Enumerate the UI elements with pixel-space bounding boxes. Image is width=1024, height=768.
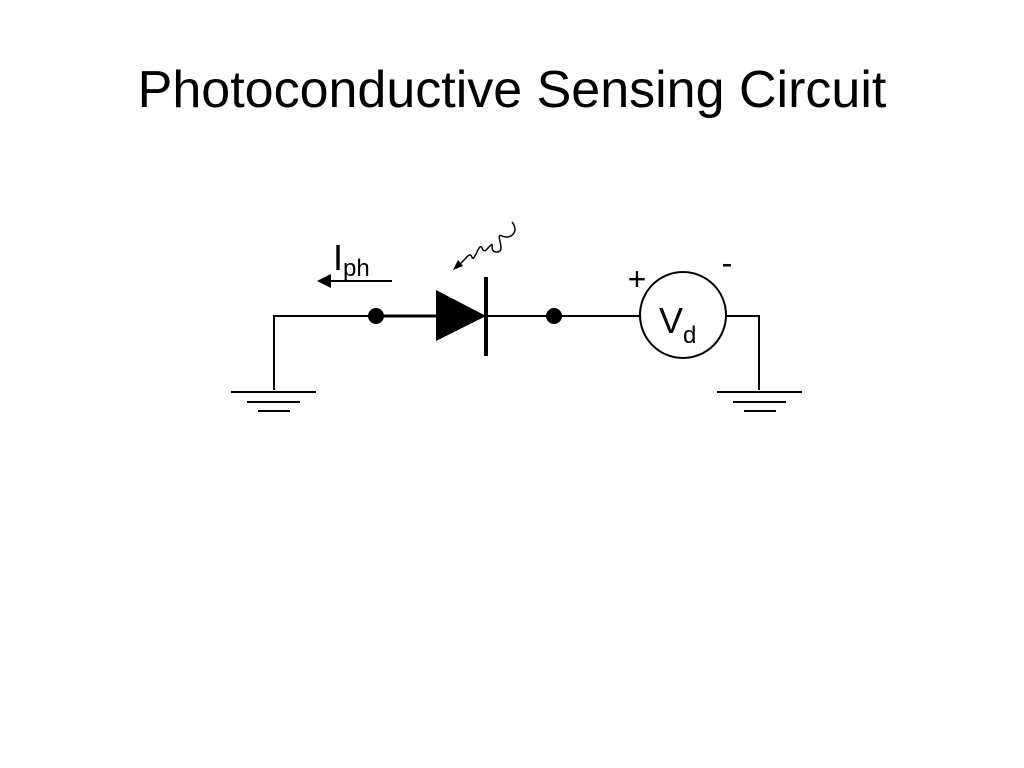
photocurrent-label: Iph: [333, 237, 370, 282]
photocurrent-arrow-icon: [317, 274, 392, 288]
incident-light-icon: [453, 221, 516, 270]
slide-title: Photoconductive Sensing Circuit: [137, 61, 887, 119]
source-voltage-subscript: d: [683, 322, 696, 349]
plus-polarity-label: +: [628, 261, 647, 297]
source-voltage-symbol: V: [659, 300, 683, 341]
photocurrent-symbol: I: [333, 237, 343, 278]
left-junction-node: [368, 308, 384, 324]
photodiode-symbol: [436, 277, 488, 356]
minus-polarity-label: -: [722, 245, 733, 281]
right-ground-icon: [717, 391, 802, 412]
right-wire: [726, 315, 760, 390]
diode-triangle: [436, 290, 486, 341]
source-voltage-label: Vd: [659, 300, 696, 349]
photocurrent-subscript: ph: [343, 255, 370, 282]
left-ground-icon: [231, 391, 316, 412]
left-wire: [273, 315, 376, 390]
